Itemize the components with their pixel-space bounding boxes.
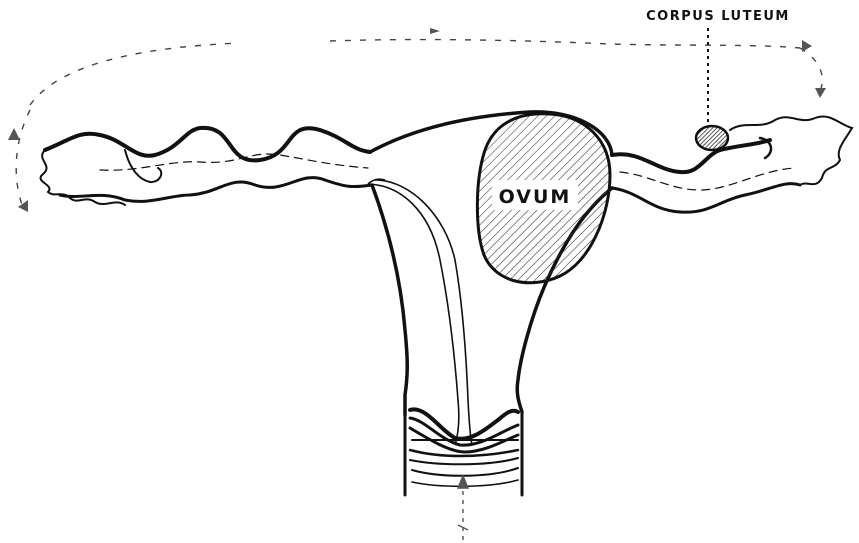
entry-path [458,476,468,540]
ovum-body: OVUM [477,114,610,283]
migration-path [16,40,822,205]
right-fallopian-tube [612,116,852,212]
left-fallopian-tube [40,128,372,205]
corpus-luteum-label: CORPUS LUTEUM [646,9,790,24]
migration-arrows [8,28,826,212]
corpus-luteum-callout: CORPUS LUTEUM [646,9,790,126]
ovum-label: OVUM [499,186,572,208]
corpus-luteum-body [696,126,728,150]
